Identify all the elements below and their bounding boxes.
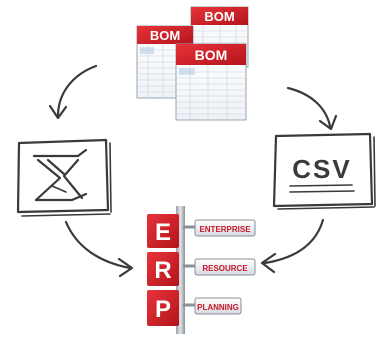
erp-signpost-icon: E R P ENTERPRISE RESOURCE PLANNING bbox=[147, 206, 256, 334]
bom-sheet-front: BOM bbox=[175, 43, 247, 121]
arrow-csv-to-erp bbox=[260, 218, 325, 274]
erp-word: RESOURCE bbox=[202, 264, 248, 273]
bom-sheet-label: BOM bbox=[195, 47, 228, 63]
arrow-bom-to-csv bbox=[286, 86, 338, 131]
csv-file-icon: CSV bbox=[272, 132, 376, 210]
sign-post bbox=[176, 206, 185, 334]
erp-letter-block-e: E bbox=[147, 214, 179, 248]
arrow-excel-to-erp bbox=[64, 220, 134, 278]
erp-sign-planning: PLANNING bbox=[183, 297, 242, 315]
csv-label: CSV bbox=[292, 154, 351, 184]
erp-word: PLANNING bbox=[197, 303, 239, 312]
bom-sheet-label: BOM bbox=[204, 9, 234, 24]
bom-spreadsheet-stack: BOM BOM bbox=[136, 6, 249, 121]
arrow-bom-to-excel bbox=[48, 64, 98, 120]
erp-letter-block-r: R bbox=[147, 252, 179, 286]
excel-x-icon bbox=[16, 138, 112, 217]
erp-letter: R bbox=[154, 257, 171, 284]
erp-sign-enterprise: ENTERPRISE bbox=[183, 219, 256, 237]
erp-letter: P bbox=[155, 296, 171, 323]
erp-word: ENTERPRISE bbox=[199, 225, 251, 234]
erp-sign-resource: RESOURCE bbox=[183, 258, 256, 276]
erp-letter-block-p: P bbox=[147, 290, 179, 326]
bom-sheet-label: BOM bbox=[150, 28, 180, 43]
erp-letter: E bbox=[155, 219, 171, 246]
